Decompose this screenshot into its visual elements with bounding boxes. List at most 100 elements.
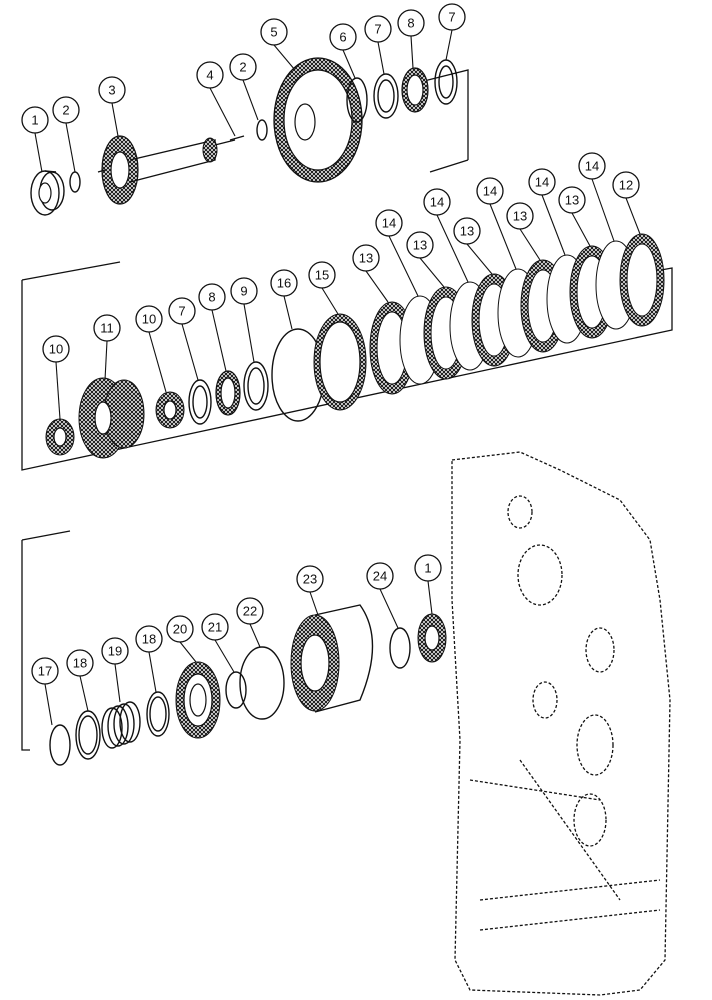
callout-label: 23 bbox=[303, 572, 317, 587]
callout-label: 16 bbox=[277, 276, 291, 291]
callout-2: 2 bbox=[52, 96, 80, 124]
callout-8: 8 bbox=[397, 9, 425, 37]
callout-label: 14 bbox=[382, 216, 396, 231]
callout-label: 17 bbox=[38, 664, 52, 679]
callout-1: 1 bbox=[21, 106, 49, 134]
callout-label: 2 bbox=[239, 60, 246, 75]
callouts-bottom-row: 17 18 19 18 20 21 22 23 24 1 bbox=[31, 554, 442, 685]
callout-19: 19 bbox=[101, 637, 129, 665]
callout-label: 21 bbox=[208, 620, 222, 635]
callout-label: 20 bbox=[173, 622, 187, 637]
snap-ring-part-2-top bbox=[69, 171, 81, 193]
o-ring-part-22 bbox=[239, 646, 285, 720]
gear-part-5 bbox=[273, 57, 363, 183]
callout-13: 13 bbox=[506, 202, 534, 230]
callout-label: 7 bbox=[178, 304, 185, 319]
callout-label: 8 bbox=[208, 290, 215, 305]
callout-14: 14 bbox=[423, 188, 451, 216]
callout-13: 13 bbox=[406, 231, 434, 259]
callout-13: 13 bbox=[352, 244, 380, 272]
callout-8: 8 bbox=[198, 283, 226, 311]
callout-label: 7 bbox=[374, 22, 381, 37]
top-panel-outline bbox=[419, 69, 469, 173]
seal-rings-part-19 bbox=[101, 701, 141, 749]
bearing-part-1-top bbox=[30, 170, 65, 216]
shaft-gear-part-3 bbox=[97, 135, 236, 205]
bearing-part-8-middle bbox=[215, 370, 241, 416]
middle-panel-outline bbox=[21, 261, 673, 471]
callout-14: 14 bbox=[476, 177, 504, 205]
callout-label: 12 bbox=[619, 178, 633, 193]
callout-18: 18 bbox=[66, 649, 94, 677]
washer-part-7-top-a bbox=[373, 73, 399, 119]
callout-label: 14 bbox=[585, 159, 599, 174]
callout-label: 4 bbox=[206, 68, 213, 83]
gear-part-11 bbox=[78, 377, 145, 459]
callout-label: 5 bbox=[270, 25, 277, 40]
callout-label: 24 bbox=[373, 569, 387, 584]
callout-label: 14 bbox=[430, 195, 444, 210]
clutch-pack bbox=[369, 233, 665, 395]
snap-ring-part-6 bbox=[346, 77, 368, 123]
callout-20: 20 bbox=[166, 615, 194, 643]
washer-part-9 bbox=[243, 361, 269, 411]
callout-3: 3 bbox=[98, 76, 126, 104]
callout-14: 14 bbox=[375, 209, 403, 237]
callout-label: 22 bbox=[243, 604, 257, 619]
callout-label: 18 bbox=[73, 656, 87, 671]
callout-label: 8 bbox=[407, 16, 414, 31]
callout-12: 12 bbox=[612, 171, 640, 199]
callout-7: 7 bbox=[438, 3, 466, 31]
callout-24: 24 bbox=[366, 562, 394, 590]
o-ring-part-21 bbox=[225, 671, 247, 709]
bearing-part-10-right bbox=[155, 391, 185, 429]
callout-label: 3 bbox=[108, 83, 115, 98]
callout-2: 2 bbox=[229, 53, 257, 81]
callout-1: 1 bbox=[414, 554, 442, 582]
callouts-top-row: 1 2 3 4 2 5 6 7 8 7 bbox=[21, 3, 466, 134]
callout-15: 15 bbox=[308, 261, 336, 289]
snap-ring-part-17 bbox=[49, 724, 71, 766]
plate-part-15 bbox=[313, 313, 367, 411]
callout-leaders bbox=[34, 29, 641, 726]
callout-label: 15 bbox=[315, 268, 329, 283]
callout-13: 13 bbox=[453, 217, 481, 245]
callout-label: 11 bbox=[100, 321, 114, 336]
bearing-part-10-left bbox=[45, 418, 75, 456]
callout-14: 14 bbox=[578, 152, 606, 180]
callout-11: 11 bbox=[93, 314, 121, 342]
callout-17: 17 bbox=[31, 657, 59, 685]
callout-23: 23 bbox=[296, 565, 324, 593]
callout-label: 1 bbox=[424, 561, 431, 576]
callout-4: 4 bbox=[196, 61, 224, 89]
washer-part-7-top-b bbox=[434, 59, 458, 105]
callout-22: 22 bbox=[236, 597, 264, 625]
hub-part-20 bbox=[175, 661, 221, 739]
callout-label: 13 bbox=[359, 251, 373, 266]
callout-10: 10 bbox=[135, 305, 163, 333]
bottom-panel-outline bbox=[21, 530, 71, 751]
callout-7: 7 bbox=[168, 297, 196, 325]
bearing-part-1-bottom bbox=[417, 613, 447, 663]
callout-label: 6 bbox=[339, 30, 346, 45]
snap-ring-part-2-shaft bbox=[256, 119, 268, 141]
callout-13: 13 bbox=[558, 186, 586, 214]
callout-9: 9 bbox=[230, 277, 258, 305]
ring-part-18-right bbox=[146, 691, 170, 737]
transmission-housing bbox=[451, 451, 671, 996]
callout-18: 18 bbox=[135, 625, 163, 653]
ring-part-18-left bbox=[75, 710, 101, 760]
callout-label: 13 bbox=[513, 209, 527, 224]
callout-label: 1 bbox=[31, 113, 38, 128]
bearing-part-8-top bbox=[401, 67, 429, 113]
callout-21: 21 bbox=[201, 613, 229, 641]
callout-16: 16 bbox=[270, 269, 298, 297]
drum-part-23 bbox=[290, 604, 374, 713]
snap-ring-part-24 bbox=[389, 627, 411, 669]
callout-label: 7 bbox=[448, 10, 455, 25]
callout-14: 14 bbox=[528, 168, 556, 196]
callout-label: 2 bbox=[62, 103, 69, 118]
callout-7: 7 bbox=[364, 15, 392, 43]
pin-part-4 bbox=[229, 135, 245, 141]
